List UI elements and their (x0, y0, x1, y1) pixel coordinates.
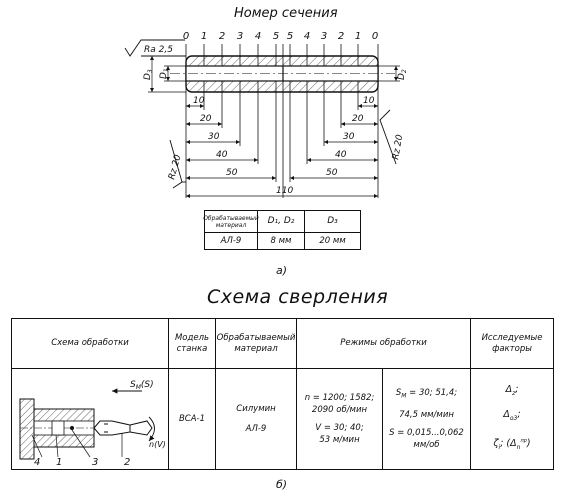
mode-b-line-4: мм/об (413, 439, 440, 450)
feed-label: SM(S) (130, 380, 154, 391)
section-number: 3 (321, 31, 327, 42)
part-section (170, 55, 395, 93)
dim-left: 30 (208, 132, 220, 142)
section-number: 2 (219, 31, 225, 42)
dim-right: 30 (343, 132, 355, 142)
d3-label: D3 (143, 69, 154, 80)
header-factors: Исследуемые факторы (481, 332, 543, 354)
dim-right: 10 (363, 96, 375, 106)
material-line-2: АЛ-9 (245, 424, 267, 434)
rotation-label: n(V) (149, 440, 166, 449)
spec-cell-d1d2: 8 мм (270, 235, 292, 246)
cell-factors: Δz; Δо3; ζi; (Δnпр) (471, 369, 553, 469)
part-number-3: 3 (92, 457, 98, 468)
cell-material: Силумин АЛ-9 (216, 369, 296, 469)
dim-left: 10 (193, 96, 205, 106)
cell-mode-speed: n = 1200; 1582; 2090 об/мин V = 30; 40; … (297, 369, 382, 469)
mode-b-line-1: SM = 30; 51,4; (395, 388, 458, 400)
part-number-2: 2 (124, 457, 130, 468)
dim-right: 50 (326, 168, 338, 178)
drilling-scheme-drawing: SM(S) n(V) 4 1 3 2 (19, 380, 166, 468)
spec-header-material: Обрабатываемый материал (203, 214, 259, 229)
mode-b-line-2: 74,5 мм/мин (399, 409, 454, 420)
d2-label: D2 (397, 69, 408, 80)
mode-a-line-2: 2090 об/мин (311, 405, 368, 415)
part-number-1: 1 (56, 457, 62, 468)
roughness-rz-right-label: Rz 20 (391, 134, 405, 161)
dim-left: 20 (200, 114, 212, 124)
roughness-rz-left (169, 139, 186, 189)
factor-line-2: Δо3; (503, 409, 521, 423)
drilling-scheme-title: Схема сверления (207, 286, 389, 308)
header-model: Модель станка (174, 332, 210, 354)
spec-header-d3: D₃ (327, 216, 338, 226)
section-number: 0 (372, 31, 378, 42)
roughness-ra-label: Ra 2,5 (144, 45, 173, 55)
section-number: 0 (183, 31, 189, 42)
dim-total: 110 (276, 186, 293, 196)
section-number-title: Номер сечения (234, 6, 338, 21)
spec-table: Обрабатываемый материал D₁, D₂ D₃ АЛ-9 8… (203, 210, 361, 250)
section-number: 4 (304, 31, 310, 42)
header-modes: Режимы обработки (340, 338, 427, 348)
roughness-rz-right (379, 109, 397, 165)
section-number: 2 (338, 31, 344, 42)
part-drawing: 0 1 2 3 4 5 5 4 3 2 1 0 Ra (124, 31, 408, 199)
header-scheme: Схема обработки (51, 338, 129, 348)
caption-a: а) (276, 264, 288, 277)
cell-mode-feed: SM = 30; 51,4; 74,5 мм/мин S = 0,015...0… (383, 369, 470, 469)
section-number: 5 (287, 31, 293, 42)
material-line-1: Силумин (236, 404, 276, 414)
section-numbers: 0 1 2 3 4 5 5 4 3 2 1 0 (183, 31, 378, 42)
caption-b: б) (276, 478, 288, 491)
mode-a-line-3: V = 30; 40; (315, 423, 364, 433)
header-material: Обрабатываемый материал (216, 332, 296, 354)
mode-a-line-1: n = 1200; 1582; (304, 393, 375, 403)
mode-b-line-3: S = 0,015...0,062 (389, 427, 464, 438)
d1-label: D1 (159, 68, 170, 79)
section-number: 1 (355, 31, 361, 42)
section-number: 1 (201, 31, 207, 42)
dim-left: 40 (216, 150, 228, 160)
spec-cell-material: АЛ-9 (220, 235, 242, 246)
factor-line-3: ζi; (Δnпр) (493, 438, 531, 452)
dim-right: 20 (352, 114, 364, 124)
dim-right: 40 (335, 150, 347, 160)
mode-a-line-4: 53 м/мин (319, 435, 360, 445)
cell-model: ВСА-1 (178, 413, 206, 424)
section-number: 5 (273, 31, 279, 42)
spec-header-d1d2: D₁, D₂ (267, 216, 295, 226)
factor-line-1: Δz; (505, 383, 519, 397)
section-number: 4 (255, 31, 261, 42)
spec-cell-d3: 20 мм (319, 235, 346, 246)
drilling-table: Схема обработки Модель станка Обрабатыва… (11, 318, 554, 470)
roughness-rz-left-label: Rz 20 (167, 153, 183, 180)
part-number-4: 4 (34, 457, 40, 468)
section-number: 3 (237, 31, 243, 42)
dim-left: 50 (226, 168, 238, 178)
